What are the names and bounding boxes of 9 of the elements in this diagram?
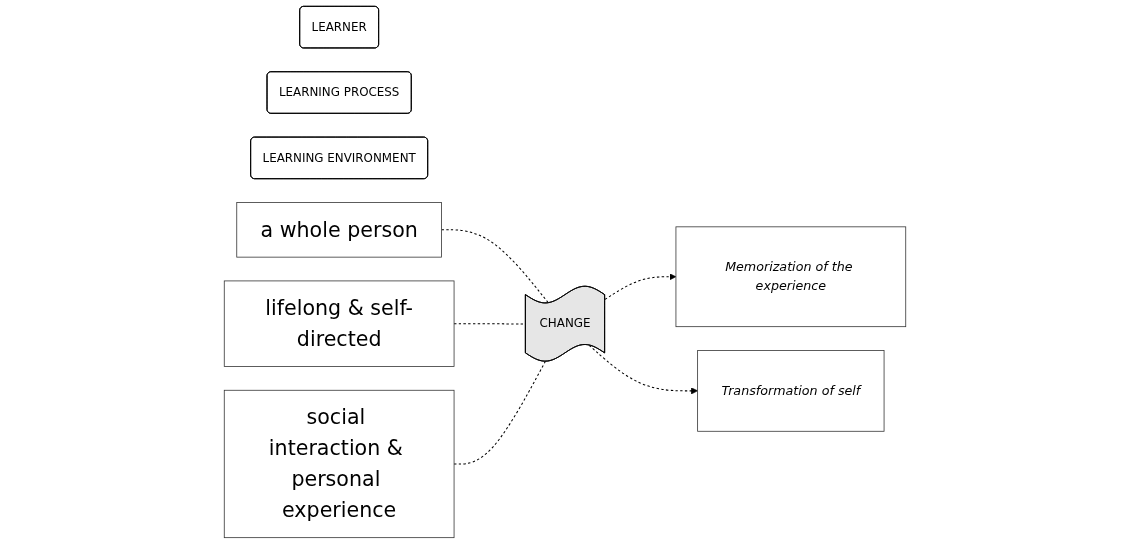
connector (440, 229, 549, 304)
connector (453, 323, 526, 325)
arrow (604, 273, 676, 300)
node-box (223, 280, 454, 367)
node-box (675, 226, 906, 328)
arrow (588, 344, 698, 395)
node-box (223, 389, 454, 539)
node-box (696, 350, 884, 432)
node-box (235, 202, 442, 258)
